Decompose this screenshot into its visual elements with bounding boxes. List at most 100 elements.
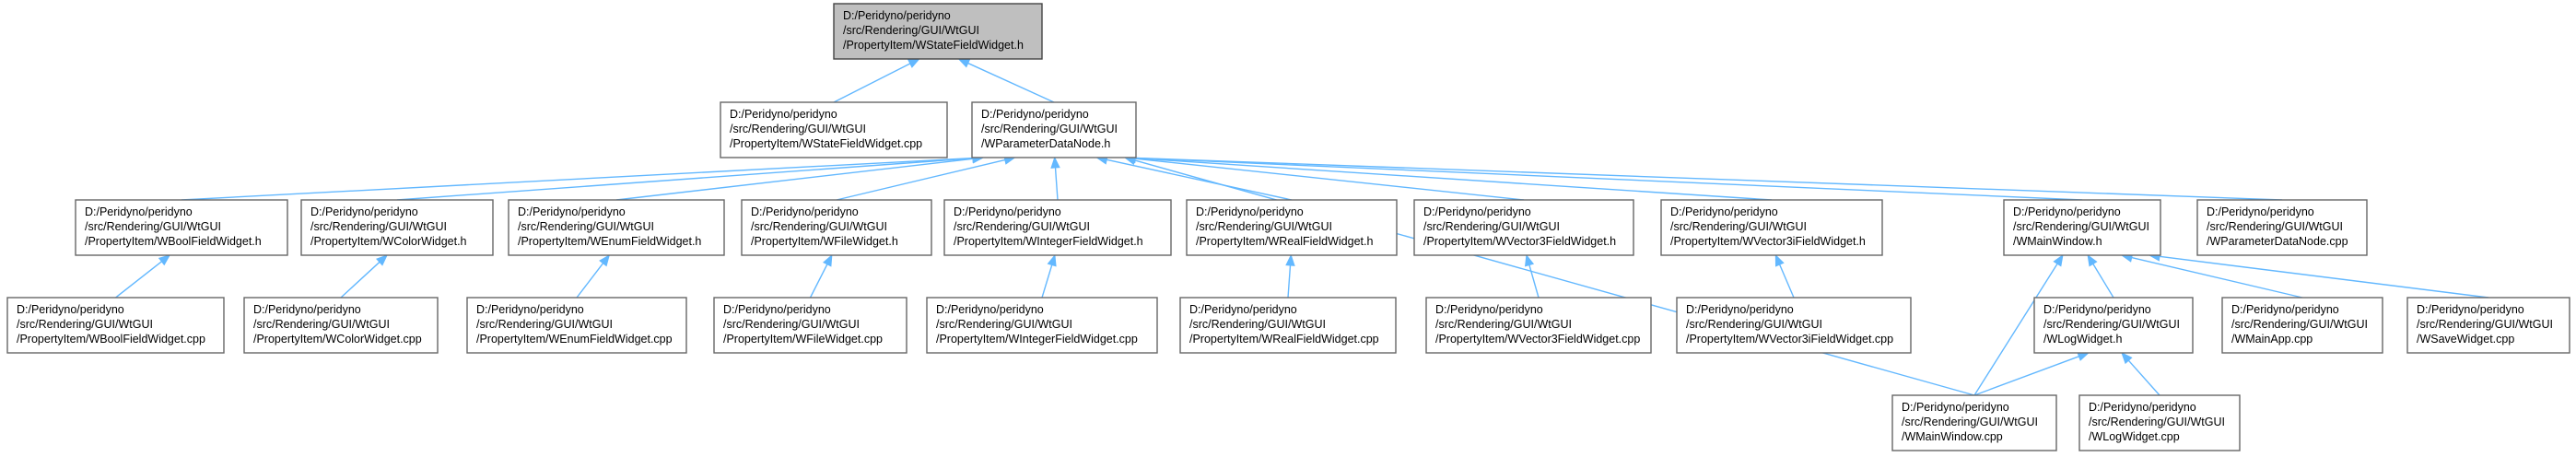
file-node-label-line: /src/Rendering/GUI/WtGUI bbox=[253, 318, 390, 331]
file-node[interactable]: D:/Peridyno/peridyno/src/Rendering/GUI/W… bbox=[466, 297, 687, 354]
file-node[interactable]: D:/Peridyno/peridyno/src/Rendering/GUI/W… bbox=[2078, 394, 2241, 451]
file-node-label-line: /PropertyItem/WBoolFieldWidget.h bbox=[85, 235, 262, 248]
file-node-label-line: /src/Rendering/GUI/WtGUI bbox=[518, 220, 654, 233]
edges-layer bbox=[115, 58, 2489, 396]
file-node[interactable]: D:/Peridyno/peridyno/src/Rendering/GUI/W… bbox=[971, 101, 1137, 158]
file-node-label-line: D:/Peridyno/peridyno bbox=[1423, 205, 1531, 218]
file-node-label-line: /WLogWidget.h bbox=[2043, 333, 2123, 346]
file-node-label-line: D:/Peridyno/peridyno bbox=[476, 303, 584, 316]
dependency-edge-line bbox=[1134, 158, 1773, 201]
dependency-edge bbox=[2087, 253, 2114, 299]
file-node-box bbox=[2221, 297, 2383, 354]
file-node[interactable]: D:/Peridyno/peridyno/src/Rendering/GUI/W… bbox=[2406, 297, 2570, 354]
file-node[interactable]: D:/Peridyno/peridyno/src/Rendering/GUI/W… bbox=[2003, 199, 2161, 256]
file-node-box bbox=[243, 297, 439, 354]
file-node-label-line: D:/Peridyno/peridyno bbox=[981, 108, 1089, 121]
file-node-label-line: /PropertyItem/WVector3iFieldWidget.h bbox=[1670, 235, 1866, 248]
dependency-edge bbox=[1774, 253, 1795, 299]
file-node-label-line: D:/Peridyno/peridyno bbox=[2013, 205, 2121, 218]
file-node-box bbox=[508, 199, 725, 256]
file-node-label-line: /WLogWidget.cpp bbox=[2089, 430, 2180, 443]
file-node-label-line: /WMainApp.cpp bbox=[2231, 333, 2313, 346]
dependency-edge-line bbox=[340, 261, 381, 299]
file-node-box bbox=[1425, 297, 1652, 354]
file-node-label-line: D:/Peridyno/peridyno bbox=[936, 303, 1044, 316]
arrowhead-icon bbox=[1050, 156, 1060, 169]
file-node-label-line: D:/Peridyno/peridyno bbox=[751, 205, 859, 218]
file-node[interactable]: D:/Peridyno/peridyno/src/Rendering/GUI/W… bbox=[243, 297, 439, 354]
file-node-label-line: /src/Rendering/GUI/WtGUI bbox=[1196, 220, 1332, 233]
file-node[interactable]: D:/Peridyno/peridyno/src/Rendering/GUI/W… bbox=[1179, 297, 1397, 354]
file-node-box bbox=[300, 199, 494, 256]
file-node-label-line: D:/Peridyno/peridyno bbox=[253, 303, 361, 316]
file-node-box bbox=[2078, 394, 2241, 451]
file-node-label-line: /WSaveWidget.cpp bbox=[2417, 333, 2514, 346]
file-node-label-line: /PropertyItem/WRealFieldWidget.h bbox=[1196, 235, 1373, 248]
file-node-label-line: D:/Peridyno/peridyno bbox=[2417, 303, 2524, 316]
file-node-box bbox=[1891, 394, 2057, 451]
file-node-label-line: /src/Rendering/GUI/WtGUI bbox=[2013, 220, 2149, 233]
dependency-edge bbox=[115, 254, 171, 299]
file-node-label-line: /src/Rendering/GUI/WtGUI bbox=[2043, 318, 2180, 331]
file-node-box bbox=[75, 199, 288, 256]
file-node-root[interactable]: D:/Peridyno/peridyno/src/Rendering/GUI/W… bbox=[833, 3, 1043, 60]
dependency-edge bbox=[2148, 252, 2489, 299]
file-node[interactable]: D:/Peridyno/peridyno/src/Rendering/GUI/W… bbox=[2033, 297, 2194, 354]
dependency-edge-line bbox=[1041, 264, 1053, 299]
file-node-label-line: D:/Peridyno/peridyno bbox=[518, 205, 626, 218]
dependency-edge-line bbox=[576, 263, 604, 299]
file-node-label-line: /PropertyItem/WEnumFieldWidget.cpp bbox=[476, 333, 673, 346]
file-node[interactable]: D:/Peridyno/peridyno/src/Rendering/GUI/W… bbox=[1660, 199, 1883, 256]
file-node-label-line: /src/Rendering/GUI/WtGUI bbox=[981, 123, 1118, 135]
dependency-edge-line bbox=[1134, 159, 1975, 396]
file-node-label-line: /PropertyItem/WColorWidget.cpp bbox=[253, 333, 422, 346]
dependency-edge bbox=[1973, 253, 2064, 396]
file-node-label-line: /src/Rendering/GUI/WtGUI bbox=[310, 220, 447, 233]
file-node-box bbox=[741, 199, 932, 256]
dependency-edge bbox=[1123, 153, 2083, 201]
file-node-label-line: D:/Peridyno/peridyno bbox=[310, 205, 418, 218]
file-node-label-line: /src/Rendering/GUI/WtGUI bbox=[1686, 318, 1822, 331]
file-node-label-line: /PropertyItem/WVector3FieldWidget.h bbox=[1423, 235, 1616, 248]
file-node[interactable]: D:/Peridyno/peridyno/src/Rendering/GUI/W… bbox=[508, 199, 725, 256]
file-node[interactable]: D:/Peridyno/peridyno/src/Rendering/GUI/W… bbox=[926, 297, 1158, 354]
file-node-box bbox=[2033, 297, 2194, 354]
file-node[interactable]: D:/Peridyno/peridyno/src/Rendering/GUI/W… bbox=[1413, 199, 1634, 256]
file-node[interactable]: D:/Peridyno/peridyno/src/Rendering/GUI/W… bbox=[1891, 394, 2057, 451]
file-node-label-line: /src/Rendering/GUI/WtGUI bbox=[843, 24, 979, 37]
file-node-label-line: /src/Rendering/GUI/WtGUI bbox=[2089, 416, 2225, 428]
dependency-edge-line bbox=[2159, 255, 2489, 299]
arrowhead-icon bbox=[2077, 352, 2090, 361]
file-node[interactable]: D:/Peridyno/peridyno/src/Rendering/GUI/W… bbox=[300, 199, 494, 256]
file-node[interactable]: D:/Peridyno/peridyno/src/Rendering/GUI/W… bbox=[720, 101, 948, 158]
file-node-label-line: /src/Rendering/GUI/WtGUI bbox=[936, 318, 1072, 331]
file-node-box bbox=[1676, 297, 1912, 354]
arrowhead-icon bbox=[2087, 253, 2098, 267]
file-node[interactable]: D:/Peridyno/peridyno/src/Rendering/GUI/W… bbox=[943, 199, 1172, 256]
file-node-label-line: /WMainWindow.cpp bbox=[1902, 430, 2003, 443]
file-node-label-line: /PropertyItem/WStateFieldWidget.cpp bbox=[730, 137, 922, 150]
file-node[interactable]: D:/Peridyno/peridyno/src/Rendering/GUI/W… bbox=[741, 199, 932, 256]
dependency-edge-line bbox=[1107, 158, 1293, 201]
dependency-edge-line bbox=[396, 158, 974, 201]
file-node-box bbox=[943, 199, 1172, 256]
file-node[interactable]: D:/Peridyno/peridyno/src/Rendering/GUI/W… bbox=[1425, 297, 1652, 354]
file-node[interactable]: D:/Peridyno/peridyno/src/Rendering/GUI/W… bbox=[6, 297, 225, 354]
file-node-label-line: /src/Rendering/GUI/WtGUI bbox=[730, 123, 866, 135]
file-node[interactable]: D:/Peridyno/peridyno/src/Rendering/GUI/W… bbox=[1676, 297, 1912, 354]
file-node[interactable]: D:/Peridyno/peridyno/src/Rendering/GUI/W… bbox=[2221, 297, 2383, 354]
arrowhead-icon bbox=[907, 58, 920, 68]
file-node[interactable]: D:/Peridyno/peridyno/src/Rendering/GUI/W… bbox=[2196, 199, 2368, 256]
file-node-label-line: /PropertyItem/WStateFieldWidget.h bbox=[843, 39, 1024, 52]
dependency-edge bbox=[2120, 252, 2303, 299]
file-node[interactable]: D:/Peridyno/peridyno/src/Rendering/GUI/W… bbox=[713, 297, 907, 354]
file-node[interactable]: D:/Peridyno/peridyno/src/Rendering/GUI/W… bbox=[1186, 199, 1398, 256]
arrowhead-icon bbox=[1774, 253, 1785, 267]
file-node-label-line: D:/Peridyno/peridyno bbox=[723, 303, 831, 316]
file-node-label-line: /PropertyItem/WVector3iFieldWidget.cpp bbox=[1686, 333, 1893, 346]
dependency-edge bbox=[1524, 253, 1540, 299]
file-node[interactable]: D:/Peridyno/peridyno/src/Rendering/GUI/W… bbox=[75, 199, 288, 256]
file-node-label-line: /src/Rendering/GUI/WtGUI bbox=[1670, 220, 1807, 233]
file-node-label-line: /PropertyItem/WVector3FieldWidget.cpp bbox=[1435, 333, 1640, 346]
